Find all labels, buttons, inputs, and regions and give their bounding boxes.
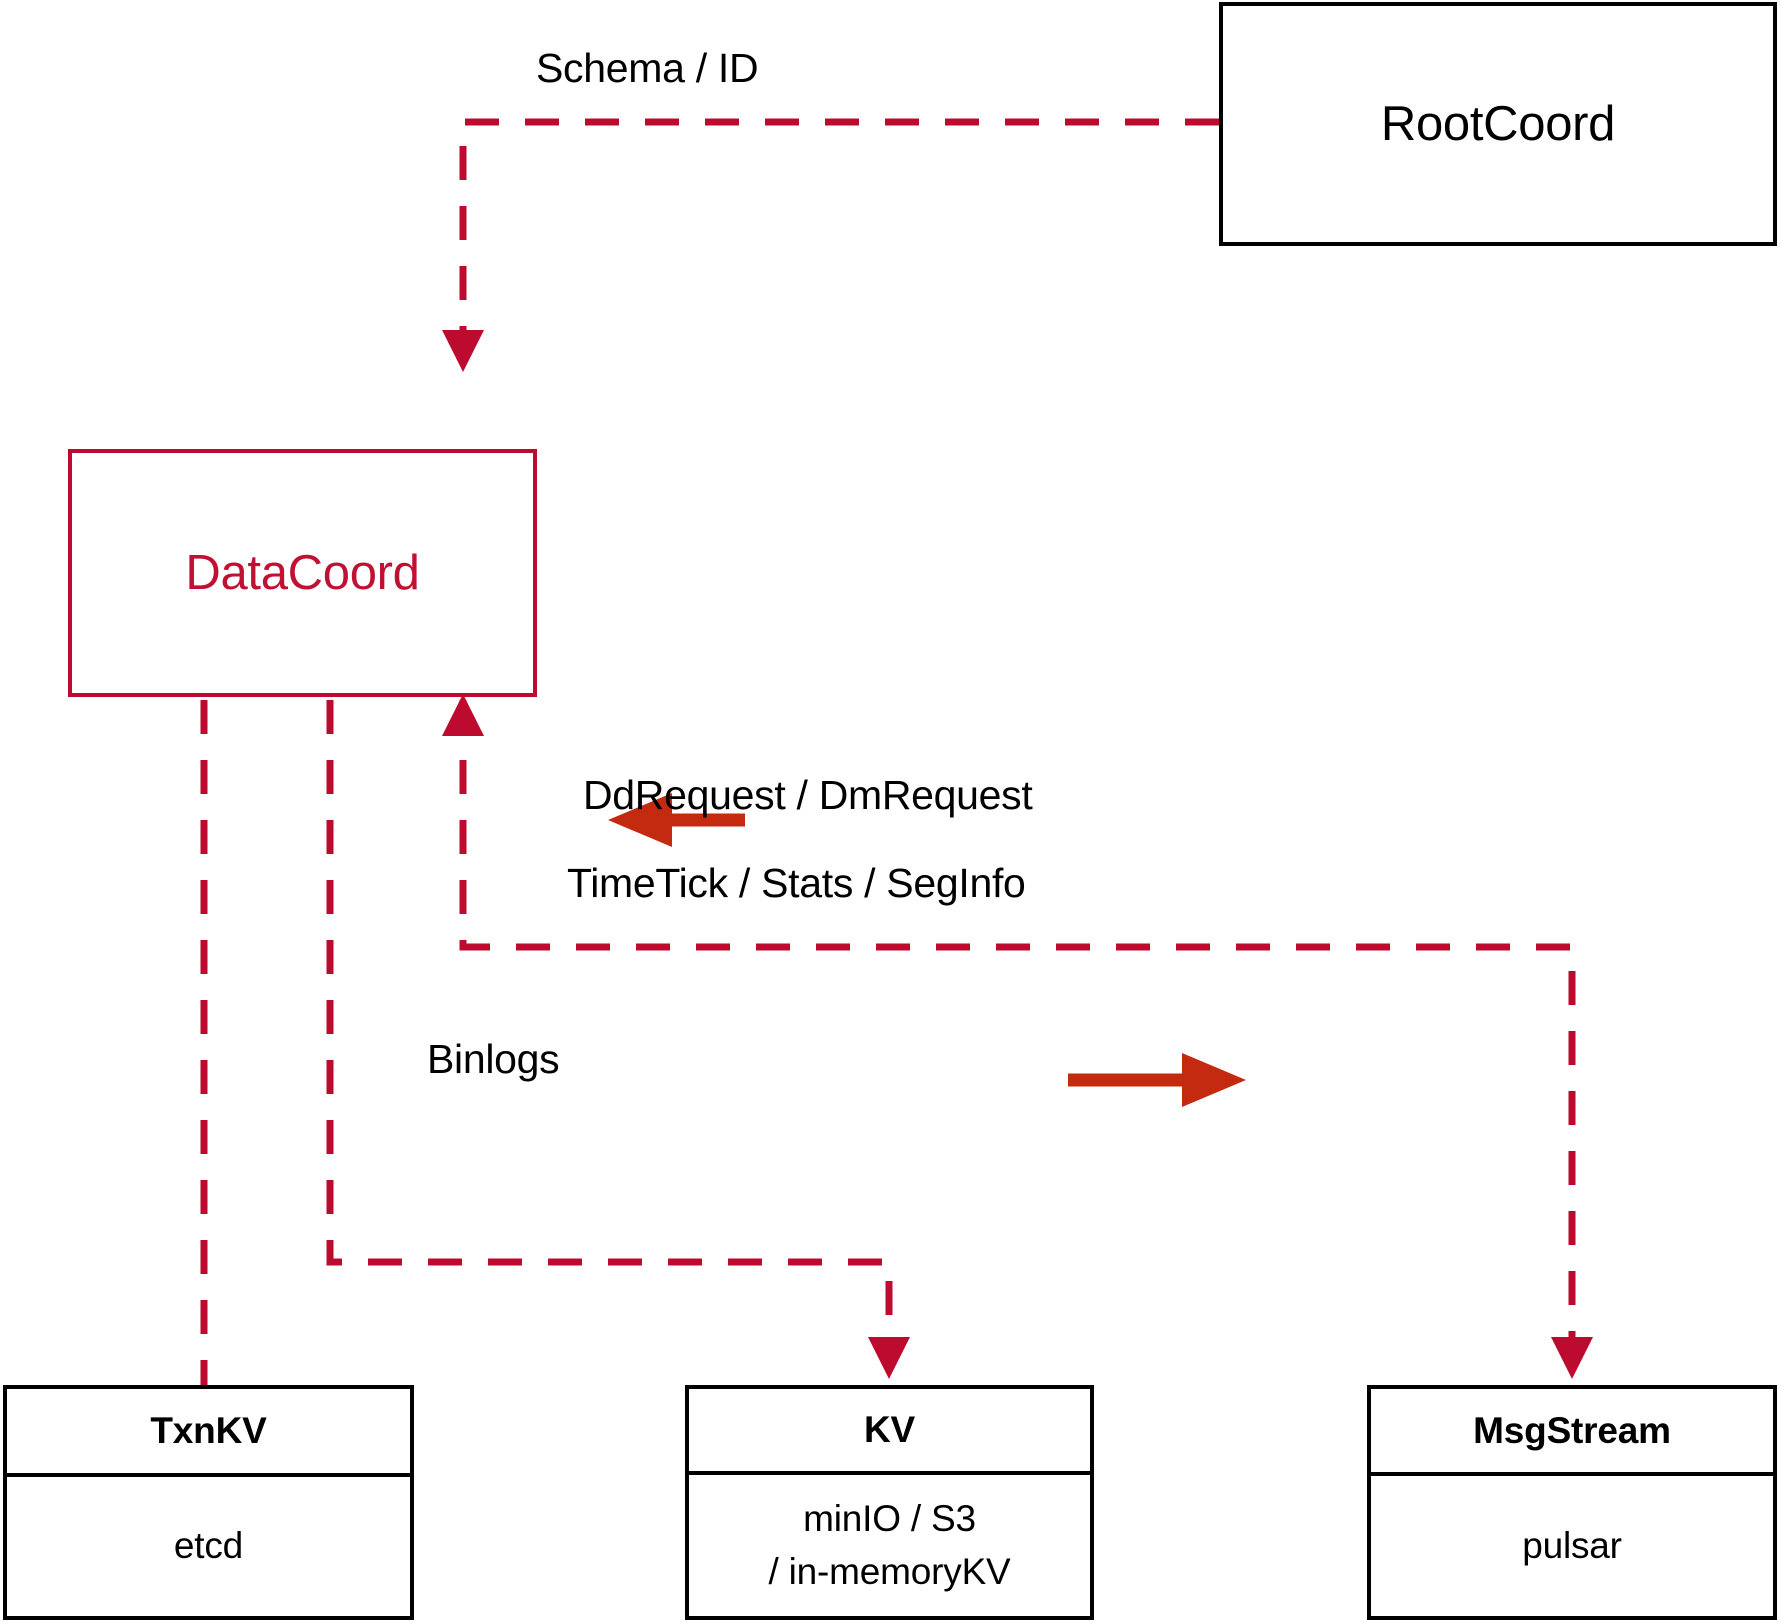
node-kv-line-2: / in-memoryKV bbox=[768, 1550, 1011, 1592]
edge-label-binlogs: Binlogs bbox=[427, 1036, 560, 1082]
node-kv-header: KV bbox=[689, 1389, 1090, 1475]
node-txnkv-line-1: etcd bbox=[173, 1525, 244, 1567]
node-kv[interactable]: KV minIO / S3 / in-memoryKV bbox=[685, 1385, 1094, 1620]
node-msgstream[interactable]: MsgStream pulsar bbox=[1367, 1385, 1777, 1620]
node-kv-body: minIO / S3 / in-memoryKV bbox=[689, 1475, 1090, 1616]
node-datacoord[interactable]: DataCoord bbox=[68, 449, 537, 697]
node-msgstream-header: MsgStream bbox=[1371, 1389, 1773, 1476]
node-msgstream-line-1: pulsar bbox=[1522, 1524, 1622, 1566]
node-rootcoord[interactable]: RootCoord bbox=[1219, 2, 1777, 246]
edge-label-schema-id: Schema / ID bbox=[536, 45, 759, 91]
edge-label-dd-dm-request: DdRequest / DmRequest bbox=[583, 772, 1033, 818]
node-kv-line-1: minIO / S3 bbox=[803, 1497, 976, 1539]
node-msgstream-body: pulsar bbox=[1371, 1476, 1773, 1616]
node-datacoord-label: DataCoord bbox=[185, 546, 420, 600]
node-rootcoord-label: RootCoord bbox=[1380, 97, 1616, 151]
node-txnkv-body: etcd bbox=[7, 1477, 410, 1616]
edge-rootcoord-to-datacoord bbox=[442, 118, 1219, 372]
direction-arrow-right bbox=[1068, 1053, 1246, 1107]
node-txnkv-header: TxnKV bbox=[7, 1389, 410, 1477]
edge-label-timetick-stats-seginfo: TimeTick / Stats / SegInfo bbox=[567, 860, 1026, 906]
node-txnkv[interactable]: TxnKV etcd bbox=[3, 1385, 414, 1620]
